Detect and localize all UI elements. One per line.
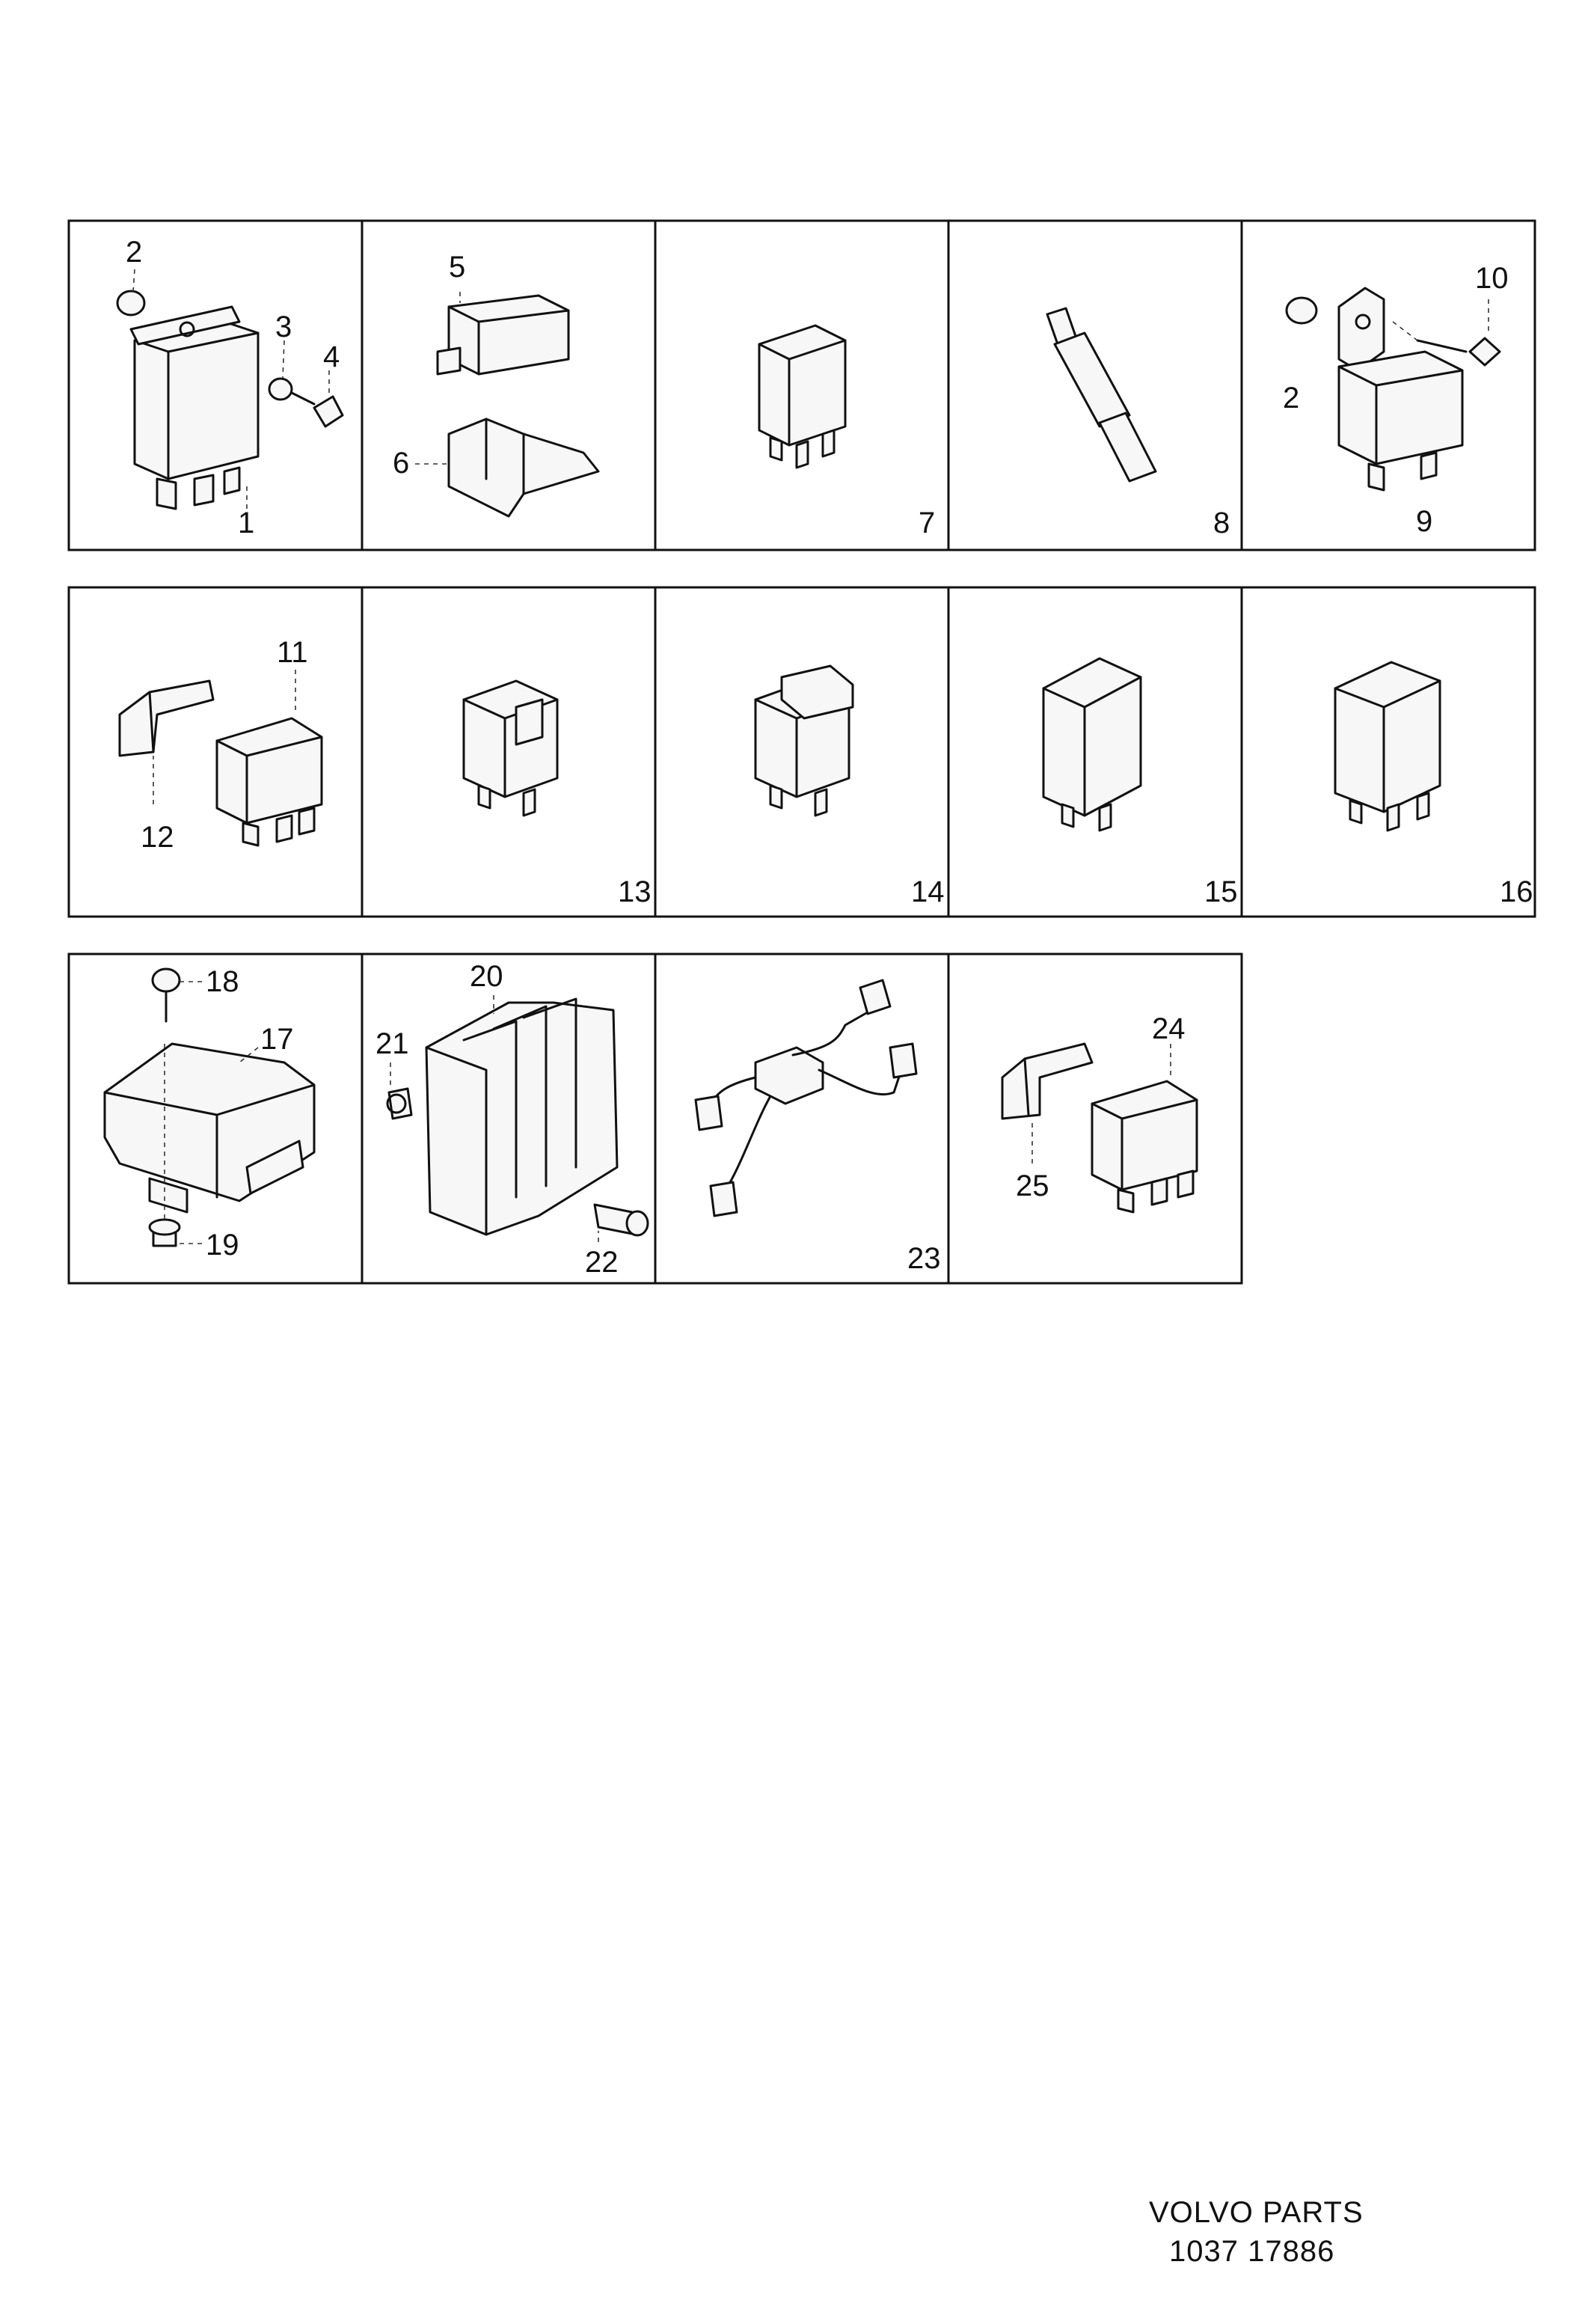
row-1: 2 3 4 1 5 6 7 8 <box>67 219 1536 551</box>
footer-code: 1037 17886 <box>1169 2235 1335 2268</box>
row-3: 18 17 19 20 21 22 23 <box>67 952 1243 1285</box>
relay-16 <box>1334 661 1441 832</box>
callout-12: 12 <box>141 821 174 854</box>
callout-25: 25 <box>1016 1169 1049 1202</box>
callout-17: 17 <box>260 1023 294 1056</box>
callout-9: 9 <box>1416 505 1432 538</box>
callout-15: 15 <box>1204 875 1238 908</box>
callout-23: 23 <box>907 1242 941 1275</box>
relay-7 <box>758 324 847 469</box>
callout-20: 20 <box>470 960 503 993</box>
callout-13: 13 <box>618 875 652 908</box>
callout-22: 22 <box>585 1246 619 1279</box>
heat-sink-unit-20 <box>386 997 649 1237</box>
callout-2: 2 <box>126 236 142 269</box>
relay-with-holder <box>436 294 600 518</box>
relay-13 <box>462 679 559 817</box>
control-unit-17 <box>103 967 316 1247</box>
relay-24-clip-25 <box>1001 1042 1198 1214</box>
footer-brand: VOLVO PARTS <box>1149 2196 1364 2229</box>
callout-21: 21 <box>375 1027 409 1060</box>
relay-11-clip-12 <box>118 679 323 847</box>
relay-14 <box>754 664 854 817</box>
callout-6: 6 <box>393 447 409 480</box>
callout-19: 19 <box>206 1229 239 1262</box>
callout-24: 24 <box>1152 1012 1186 1045</box>
relay-15 <box>1042 657 1142 832</box>
callout-14: 14 <box>911 875 945 908</box>
relay-bracket-assembly <box>116 290 344 510</box>
callout-16: 16 <box>1500 875 1533 908</box>
wiring-harness-23 <box>694 979 918 1217</box>
callout-4: 4 <box>323 340 340 373</box>
connector-8 <box>1046 307 1157 483</box>
callout-7: 7 <box>919 507 935 539</box>
callout-3: 3 <box>275 311 292 343</box>
relay-9-assembly <box>1285 287 1501 492</box>
callout-8: 8 <box>1213 507 1230 539</box>
row-2: 11 12 13 14 15 16 <box>67 586 1536 918</box>
callout-2b: 2 <box>1283 382 1299 415</box>
callout-11: 11 <box>277 636 308 669</box>
callout-5: 5 <box>449 251 465 284</box>
callout-18: 18 <box>206 965 239 998</box>
callout-1: 1 <box>238 507 254 539</box>
callout-10: 10 <box>1475 262 1509 295</box>
